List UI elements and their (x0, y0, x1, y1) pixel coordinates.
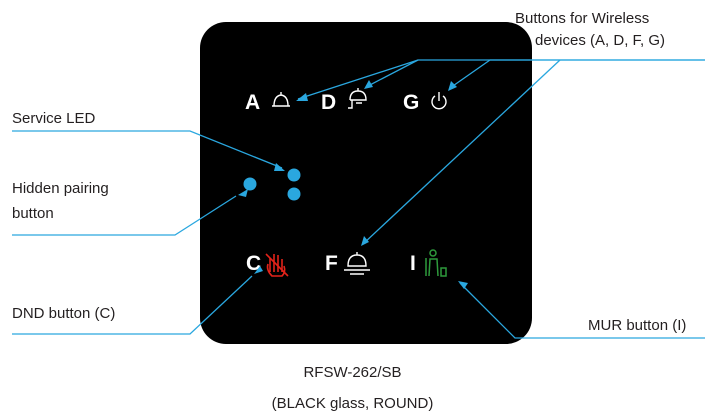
room-service-icon (348, 88, 367, 109)
arrowhead-g (448, 81, 457, 91)
arrowhead-a (296, 93, 308, 101)
leader-lines (12, 59, 705, 339)
wireless-buttons-label-line2: devices (A, D, F, G) (535, 32, 666, 49)
button-f-letter: F (325, 252, 338, 275)
leader-line-dnd (12, 275, 253, 335)
arrowhead-d (364, 80, 373, 89)
hidden-pairing-label-line1: Hidden pairing (12, 180, 109, 197)
hidden-pairing-label: Hidden pairing button (12, 178, 109, 225)
button-d-letter: D (321, 91, 337, 114)
serving-cloche-icon (344, 252, 370, 275)
button-c-letter: C (246, 252, 262, 275)
leader-line-mur (459, 282, 705, 339)
hidden-pairing-button-dot[interactable] (243, 177, 257, 191)
arrowhead-pairing (238, 189, 248, 197)
housekeeping-icon (425, 249, 447, 277)
wireless-buttons-label-2: devices (A, D, F, G) (535, 30, 665, 52)
leader-line-wireless-g (449, 59, 705, 89)
service-led-dot-upper (287, 168, 301, 182)
bell-icon (272, 92, 290, 107)
hidden-pairing-label-line2: button (12, 205, 54, 222)
power-icon (431, 92, 447, 110)
model-caption: RFSW-262/SB (303, 364, 402, 381)
leader-line-wireless-d (365, 59, 419, 88)
arrowhead-c (254, 266, 263, 274)
leader-line-wireless-f (362, 59, 561, 245)
dnd-button-label: DND button (C) (12, 305, 116, 322)
variant-caption: (BLACK glass, ROUND) (271, 395, 434, 412)
wireless-buttons-label-line1: Buttons for Wireless (515, 10, 650, 27)
arrowhead-i (458, 281, 468, 289)
arrowhead-f (361, 236, 369, 246)
button-g-letter: G (403, 91, 420, 114)
wireless-buttons-label: Buttons for Wireless (515, 8, 649, 30)
service-led-label: Service LED (12, 110, 96, 127)
button-a-letter: A (245, 91, 261, 114)
leader-line-hidden-pairing (12, 195, 237, 236)
leader-line-wireless-a (297, 59, 705, 100)
mur-button-label: MUR button (I) (588, 317, 687, 334)
service-led-dot-lower (287, 187, 301, 201)
leader-line-service-led (12, 130, 283, 169)
leader-arrowheads (238, 80, 468, 289)
arrowhead-service-led (274, 163, 285, 171)
button-i-letter: I (410, 252, 416, 275)
do-not-disturb-hand-icon (265, 253, 289, 277)
